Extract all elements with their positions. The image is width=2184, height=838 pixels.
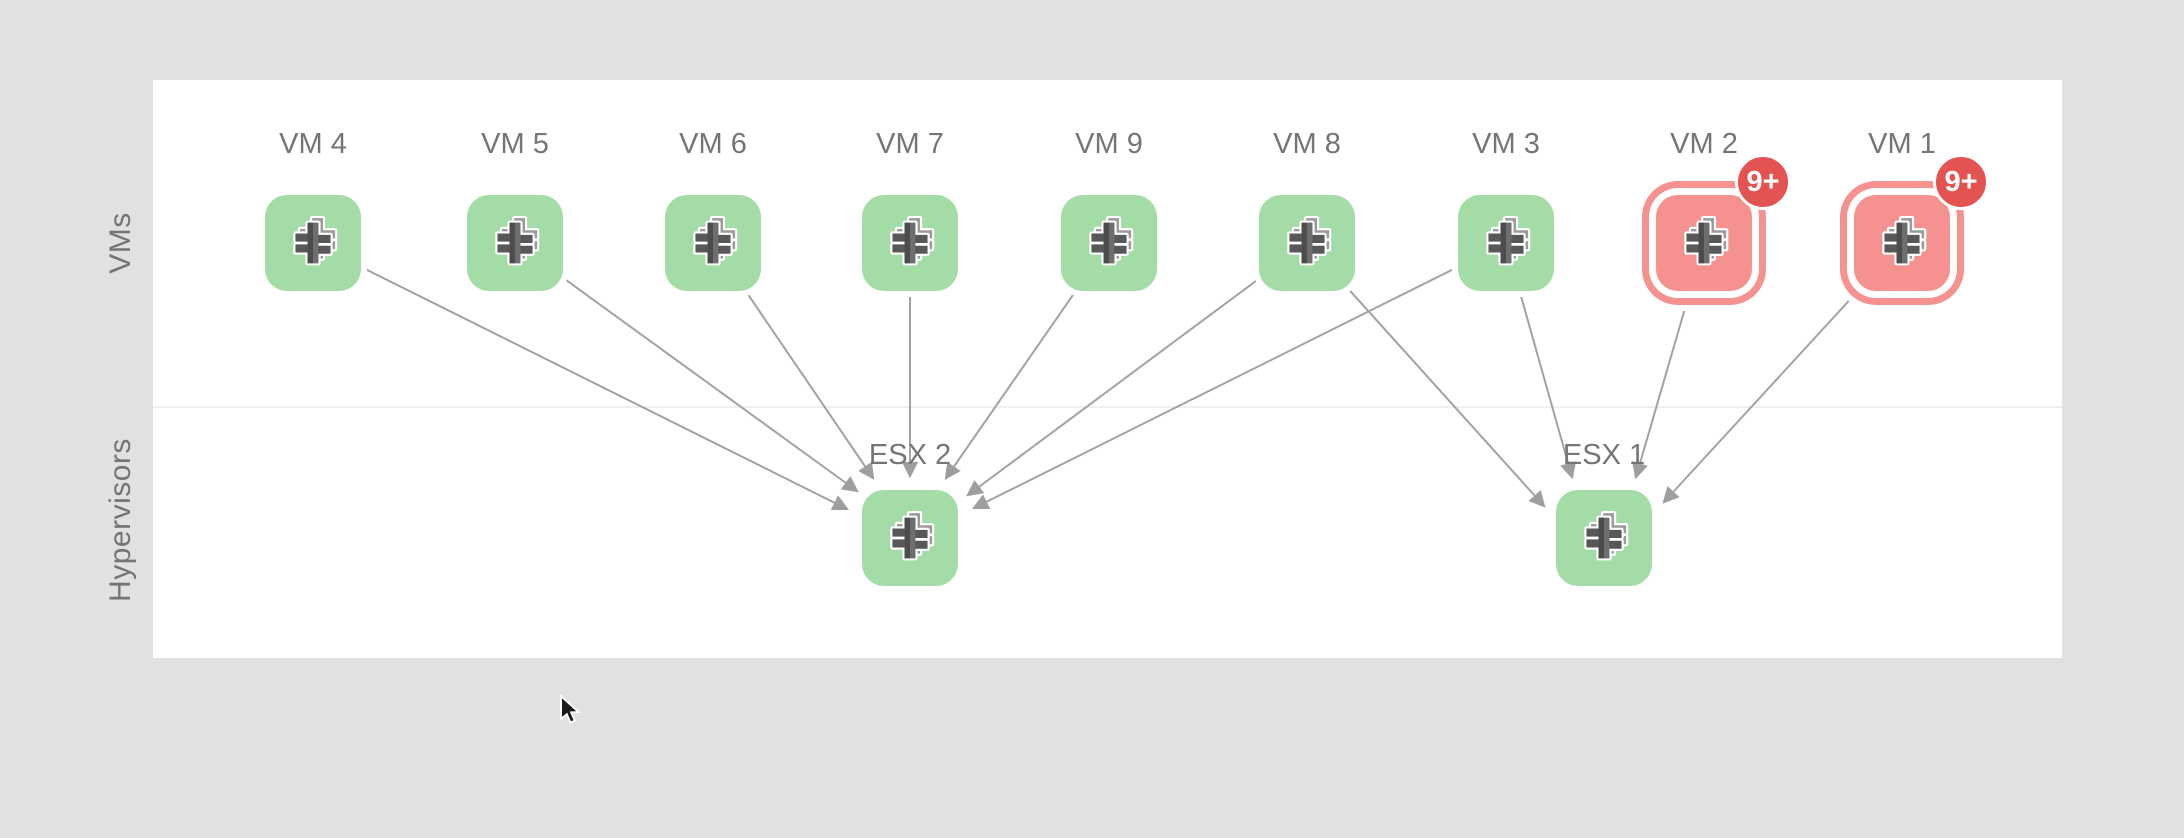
node-label-esx1: ESX 1 bbox=[1562, 439, 1646, 471]
vm-host-icon bbox=[286, 216, 340, 270]
edge-vm8-esx2 bbox=[966, 242, 1308, 497]
vm-host-icon bbox=[1677, 216, 1731, 270]
hypervisor-host-icon bbox=[883, 511, 937, 565]
node-vm1[interactable]: 9+ bbox=[1854, 154, 1989, 291]
node-vm9[interactable] bbox=[1061, 195, 1157, 291]
node-label-vm1: VM 1 bbox=[1868, 128, 1936, 160]
node-vm4[interactable] bbox=[265, 195, 361, 291]
edge-vm3-esx2 bbox=[971, 242, 1507, 510]
vm-host-icon bbox=[1479, 216, 1533, 270]
node-esx1[interactable] bbox=[1556, 490, 1652, 586]
node-label-esx2: ESX 2 bbox=[868, 439, 952, 471]
hypervisor-host-icon bbox=[1577, 511, 1631, 565]
node-label-vm7: VM 7 bbox=[876, 128, 944, 160]
vm-host-icon bbox=[686, 216, 740, 270]
vm-host-icon bbox=[488, 216, 542, 270]
node-label-vm2: VM 2 bbox=[1670, 128, 1738, 160]
node-esx2[interactable] bbox=[862, 490, 958, 586]
alert-count-badge: 9+ bbox=[1735, 154, 1791, 210]
mouse-cursor bbox=[560, 694, 582, 724]
node-vm7[interactable] bbox=[862, 195, 958, 291]
node-label-vm6: VM 6 bbox=[679, 128, 747, 160]
edge-vm8-esx1 bbox=[1306, 242, 1546, 508]
node-label-vm9: VM 9 bbox=[1075, 128, 1143, 160]
node-label-vm8: VM 8 bbox=[1273, 128, 1341, 160]
vm-host-icon bbox=[1082, 216, 1136, 270]
node-vm6[interactable] bbox=[665, 195, 761, 291]
alert-count-badge: 9+ bbox=[1933, 154, 1989, 210]
node-vm5[interactable] bbox=[467, 195, 563, 291]
row-label-vms: VMs bbox=[104, 212, 137, 274]
node-label-vm4: VM 4 bbox=[279, 128, 347, 160]
edge-vm4-esx2 bbox=[312, 242, 850, 511]
row-label-hypervisors: Hypervisors bbox=[104, 438, 137, 602]
edge-vm5-esx2 bbox=[514, 242, 859, 493]
row-divider bbox=[153, 406, 2062, 408]
node-vm8[interactable] bbox=[1259, 195, 1355, 291]
node-vm2[interactable]: 9+ bbox=[1656, 154, 1791, 291]
vm-host-icon bbox=[1875, 216, 1929, 270]
node-label-vm5: VM 5 bbox=[481, 128, 549, 160]
node-label-vm3: VM 3 bbox=[1472, 128, 1540, 160]
node-vm3[interactable] bbox=[1458, 195, 1554, 291]
vm-host-icon bbox=[1280, 216, 1334, 270]
vm-host-icon bbox=[883, 216, 937, 270]
